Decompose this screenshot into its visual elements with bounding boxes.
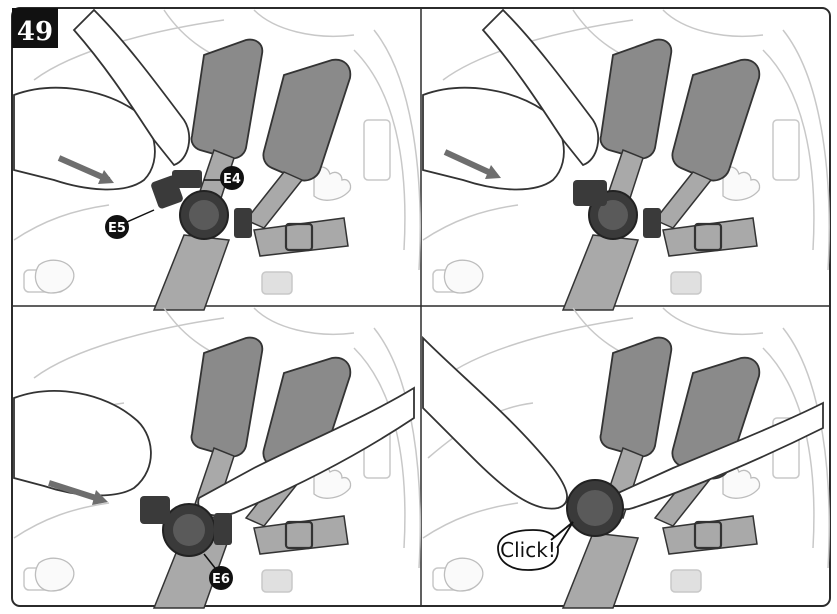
click-text: Click!: [500, 538, 556, 562]
step-number: 49: [17, 17, 53, 47]
callout-e6-label: E6: [212, 572, 230, 587]
callout-e5-label: E5: [108, 221, 126, 236]
step-badge: 49: [12, 8, 58, 48]
buckle-tongues-joined: [573, 180, 607, 206]
buckle-tongue: [140, 496, 170, 524]
callout-e4-label: E4: [223, 172, 241, 187]
buckle-tongue-e4: [172, 170, 202, 188]
